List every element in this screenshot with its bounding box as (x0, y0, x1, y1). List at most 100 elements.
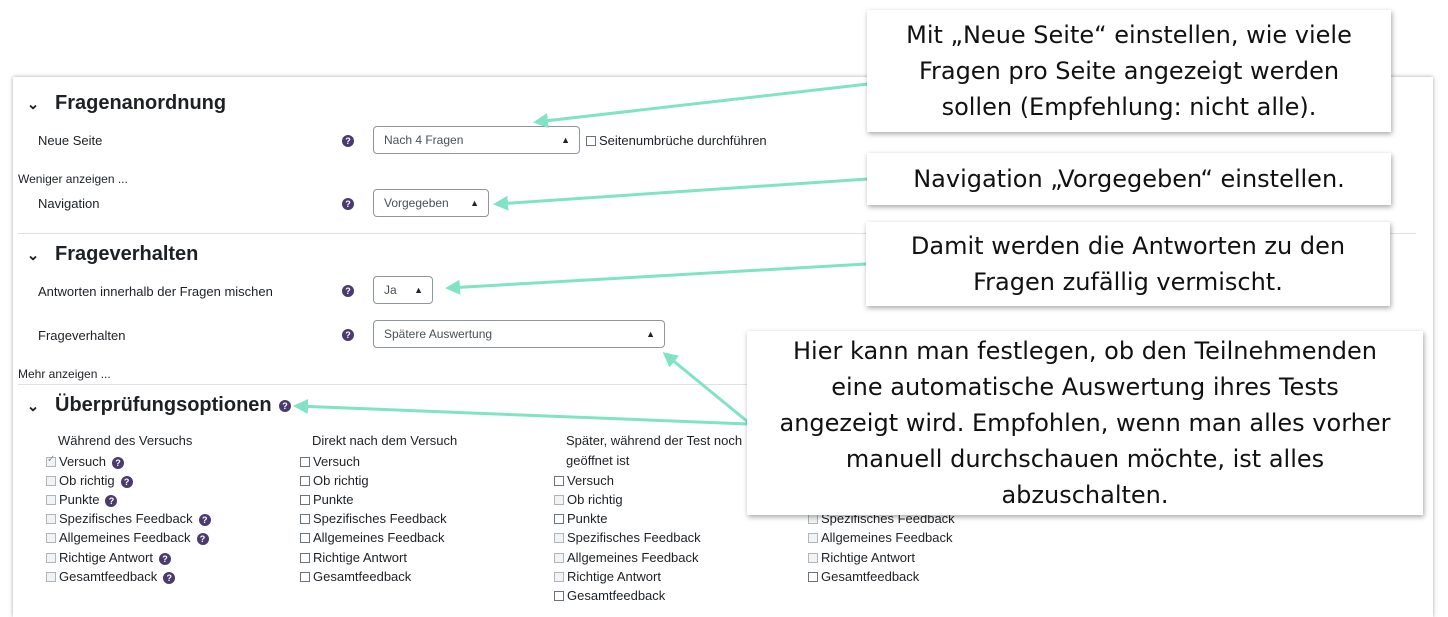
help-icon[interactable]: ? (111, 456, 124, 469)
option-label: Versuch (313, 454, 360, 469)
neue-seite-select[interactable]: Nach 4 Fragen ▲︎ (373, 126, 580, 154)
checkbox[interactable] (808, 513, 818, 524)
mischen-select[interactable]: Ja ▲︎ (373, 276, 433, 304)
section-title: Fragenanordnung (55, 92, 227, 114)
checkbox[interactable] (300, 532, 310, 543)
updown-caret-icon: ▲︎ (561, 135, 570, 145)
checkbox[interactable] (554, 571, 564, 582)
checkbox[interactable] (808, 532, 818, 543)
checkbox[interactable] (46, 571, 56, 582)
review-option[interactable]: Richtige Antwort (808, 550, 915, 565)
select-value: Vorgegeben (384, 196, 449, 210)
callout-line: Fragen pro Seite angezeigt werden (918, 57, 1340, 85)
review-option[interactable]: Richtige Antwort (554, 569, 661, 584)
chevron-down-icon[interactable]: ⌄ (26, 397, 40, 415)
checkbox[interactable] (808, 552, 818, 563)
checkbox[interactable] (300, 475, 310, 486)
review-option[interactable]: Gesamtfeedback (554, 588, 665, 603)
checkbox[interactable] (554, 532, 564, 543)
select-value: Ja (384, 283, 397, 297)
weniger-anzeigen-link[interactable]: Weniger anzeigen ... (18, 172, 128, 186)
checkbox[interactable] (554, 552, 564, 563)
mehr-anzeigen-link[interactable]: Mehr anzeigen ... (18, 367, 111, 381)
option-label: Ob richtig (567, 492, 623, 507)
option-label: Versuch (59, 454, 106, 469)
help-icon[interactable]: ? (158, 552, 171, 565)
review-option[interactable]: Versuch? (46, 454, 124, 469)
navigation-select[interactable]: Vorgegeben ▲︎ (373, 189, 489, 217)
help-icon[interactable]: ? (120, 475, 133, 488)
checkbox[interactable] (46, 532, 56, 543)
review-option[interactable]: Ob richtig (300, 473, 369, 488)
review-option[interactable]: Versuch (554, 473, 614, 488)
checkbox[interactable] (586, 135, 596, 146)
help-icon[interactable]: ? (342, 285, 354, 297)
option-label: Punkte (567, 511, 608, 526)
chevron-down-icon[interactable]: ⌄ (26, 95, 40, 113)
callout-line: abzuschalten. (1001, 481, 1169, 509)
checkbox[interactable] (554, 513, 564, 524)
review-option[interactable]: Ob richtig (554, 492, 623, 507)
option-label: Versuch (567, 473, 614, 488)
checkbox[interactable] (554, 475, 564, 486)
review-option[interactable]: Spezifisches Feedback (554, 530, 701, 545)
review-option[interactable]: Gesamtfeedback (300, 569, 411, 584)
help-icon[interactable]: ? (279, 400, 291, 412)
help-icon[interactable]: ? (342, 135, 354, 147)
review-option[interactable]: Richtige Antwort? (46, 550, 171, 565)
checkbox[interactable] (554, 494, 564, 505)
help-icon[interactable]: ? (342, 329, 354, 341)
checkbox[interactable] (300, 552, 310, 563)
checkbox[interactable] (300, 494, 310, 505)
review-column-heading: geöffnet ist (566, 453, 630, 468)
review-option[interactable]: Punkte (554, 511, 607, 526)
section-header-ueberpruefung[interactable]: ⌄ Überprüfungsoptionen (23, 394, 272, 417)
checkbox[interactable] (300, 456, 310, 467)
option-label: Richtige Antwort (59, 550, 153, 565)
callout-line: Navigation „Vorgegeben“ einstellen. (913, 165, 1345, 193)
section-header-frageverhalten[interactable]: ⌄ Frageverhalten (23, 243, 199, 266)
review-option[interactable]: Allgemeines Feedback (808, 530, 953, 545)
review-option[interactable]: Spezifisches Feedback (300, 511, 447, 526)
checkbox[interactable] (46, 494, 56, 505)
callout-line: angezeigt wird. Empfohlen, wenn man alle… (779, 409, 1391, 437)
help-icon[interactable]: ? (342, 198, 354, 210)
checkbox[interactable] (46, 513, 56, 524)
checkbox[interactable] (300, 571, 310, 582)
section-header-fragenanordnung[interactable]: ⌄ Fragenanordnung (23, 92, 226, 115)
help-icon[interactable]: ? (163, 571, 176, 584)
option-label: Richtige Antwort (567, 569, 661, 584)
help-icon[interactable]: ? (198, 513, 211, 526)
review-option[interactable]: Gesamtfeedback? (46, 569, 176, 584)
review-option[interactable]: Punkte? (46, 492, 118, 507)
review-option[interactable]: Allgemeines Feedback? (46, 530, 209, 545)
help-icon[interactable]: ? (105, 494, 118, 507)
select-value: Spätere Auswertung (384, 327, 493, 341)
review-option[interactable]: Ob richtig? (46, 473, 133, 488)
checkbox[interactable] (300, 513, 310, 524)
select-value: Nach 4 Fragen (384, 133, 464, 147)
frageverhalten-select[interactable]: Spätere Auswertung ▲︎ (373, 320, 665, 348)
review-option[interactable]: Punkte (300, 492, 353, 507)
option-label: Gesamtfeedback (313, 569, 412, 584)
review-option[interactable]: Richtige Antwort (300, 550, 407, 565)
review-option[interactable]: Spezifisches Feedback? (46, 511, 211, 526)
checkbox[interactable] (808, 571, 818, 582)
option-label: Allgemeines Feedback (313, 530, 445, 545)
option-label: Spezifisches Feedback (313, 511, 447, 526)
callout-neue-seite: Mit „Neue Seite“ einstellen, wie viele F… (867, 10, 1391, 132)
help-icon[interactable]: ? (196, 532, 209, 545)
seitenumbrueche-checkbox[interactable]: Seitenumbrüche durchführen (586, 133, 767, 148)
review-option[interactable]: Versuch (300, 454, 360, 469)
review-option[interactable]: Allgemeines Feedback (554, 550, 699, 565)
checkbox[interactable] (46, 475, 56, 486)
review-option[interactable]: Gesamtfeedback (808, 569, 919, 584)
review-column-heading: Später, während der Test noch (566, 433, 743, 448)
checkbox[interactable] (46, 552, 56, 563)
checkbox[interactable] (46, 454, 56, 467)
review-option[interactable]: Allgemeines Feedback (300, 530, 445, 545)
callout-line: Hier kann man festlegen, ob den Teilnehm… (793, 337, 1377, 365)
updown-caret-icon: ▲︎ (470, 198, 479, 208)
chevron-down-icon[interactable]: ⌄ (26, 246, 40, 264)
checkbox[interactable] (554, 590, 564, 601)
